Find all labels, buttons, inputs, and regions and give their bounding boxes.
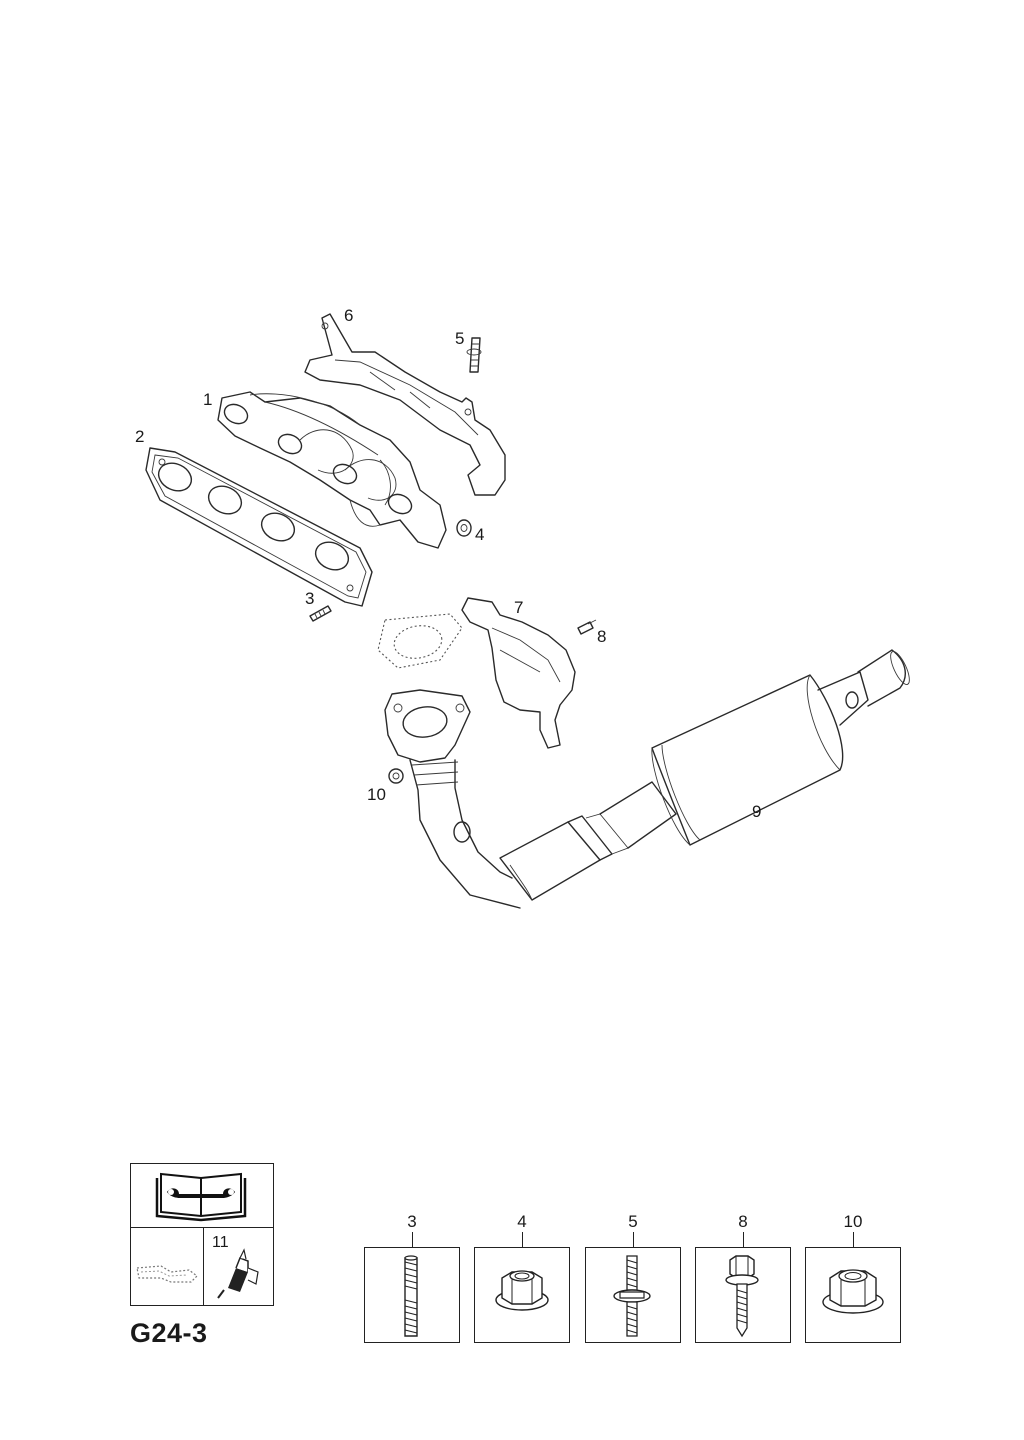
converter-heat-shield	[461, 597, 576, 749]
stud-part-5	[466, 337, 482, 373]
flange-nut-icon	[495, 1270, 549, 1311]
downpipe-converter	[384, 649, 910, 909]
repair-manual-icon	[155, 1172, 247, 1222]
flange-bolt-icon	[725, 1255, 759, 1338]
part-tick-4	[522, 1232, 523, 1248]
part-tick-5	[633, 1232, 634, 1248]
part-number-3: 3	[407, 1212, 417, 1231]
stud-part-3	[309, 605, 332, 622]
exhaust-manifold	[217, 391, 447, 549]
sealant-tube-icon	[217, 1248, 259, 1299]
flange-nut-large-icon	[822, 1269, 884, 1314]
callout-8: 8	[597, 627, 607, 646]
callout-1: 1	[203, 390, 213, 409]
downpipe-gasket	[377, 613, 463, 669]
part-number-10: 10	[843, 1212, 863, 1231]
part-box-8	[695, 1247, 791, 1343]
part-tick-8	[743, 1232, 744, 1248]
part-tick-10	[853, 1232, 854, 1248]
bolt-part-8	[577, 619, 597, 635]
manifold-gasket	[145, 447, 373, 607]
legend-gasket-cell	[131, 1228, 204, 1305]
exhaust-system-diagram	[145, 313, 910, 909]
part-box-10	[805, 1247, 901, 1343]
legend-sealant-cell: 11	[204, 1228, 273, 1305]
callout-9: 9	[752, 802, 762, 821]
part-number-8: 8	[738, 1212, 748, 1231]
legend-manual-cell	[131, 1164, 273, 1228]
nut-part-10	[388, 768, 404, 784]
part-tick-3	[412, 1232, 413, 1248]
callout-10: 10	[367, 785, 386, 804]
callout-5: 5	[455, 329, 465, 348]
gasket-sealant-icon	[136, 1265, 198, 1283]
callout-3: 3	[305, 589, 315, 608]
callout-7: 7	[514, 598, 524, 617]
nut-part-4	[456, 519, 472, 537]
page-code: G24-3	[130, 1318, 208, 1348]
part-box-4	[474, 1247, 570, 1343]
stud-icon	[404, 1255, 418, 1337]
callout-4: 4	[475, 525, 485, 544]
part-number-4: 4	[517, 1212, 527, 1231]
legend-box: 11	[130, 1163, 274, 1306]
manifold-heat-shield	[304, 313, 506, 496]
collar-stud-icon	[613, 1255, 651, 1337]
part-box-3	[364, 1247, 460, 1343]
callout-6: 6	[344, 306, 354, 325]
callout-2: 2	[135, 427, 145, 446]
legend-item-number: 11	[212, 1234, 229, 1251]
part-box-5	[585, 1247, 681, 1343]
part-number-5: 5	[628, 1212, 638, 1231]
